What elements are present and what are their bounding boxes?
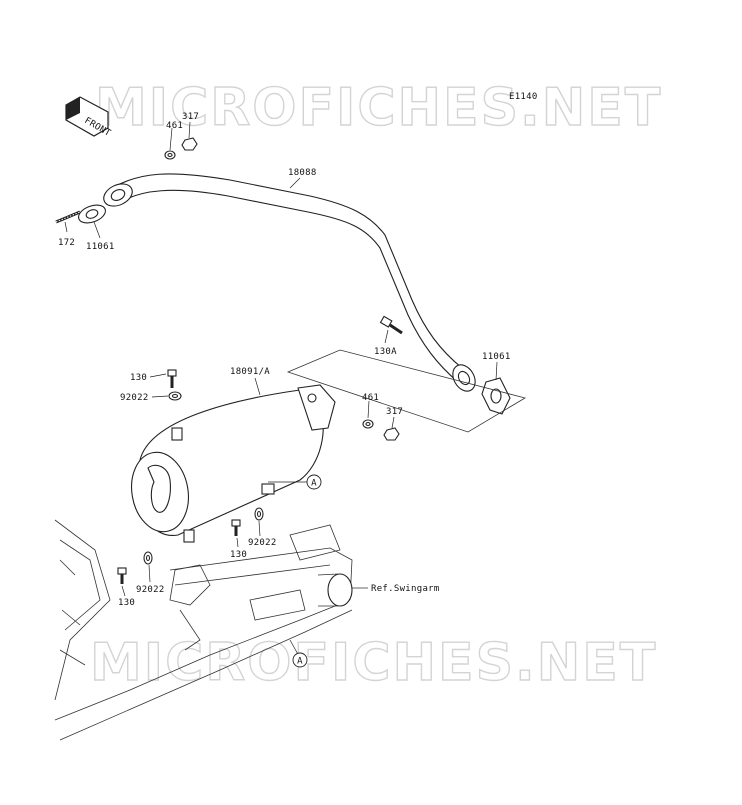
front-arrow-icon: FRONT (65, 96, 113, 139)
washer-muffler-top (168, 391, 182, 401)
label-gasket-rear: 11061 (482, 352, 511, 362)
watermark-bottom: MICROFICHES.NET (90, 633, 657, 693)
nut-top (181, 137, 198, 151)
gasket-rear (481, 377, 511, 415)
callout-a-lower: A (289, 639, 308, 668)
label-washer-rear: 461 (362, 393, 379, 403)
washer-rear (362, 419, 374, 429)
diagram-code: E1140 (509, 92, 538, 102)
label-washer-top: 461 (166, 121, 183, 131)
label-bolt-low: 130 (118, 598, 135, 608)
svg-text:A: A (297, 657, 303, 667)
mount-plane (286, 349, 527, 433)
label-nut-top: 317 (182, 112, 199, 122)
bolt-130a (379, 315, 403, 335)
washer-low (143, 551, 153, 565)
label-muffler: 18091/A (230, 367, 270, 377)
label-washer-low: 92022 (136, 585, 165, 595)
label-ref-swingarm: Ref.Swingarm (371, 584, 440, 594)
leader-lines (64, 121, 498, 597)
gasket-front (78, 204, 106, 224)
bolt-mid (231, 519, 241, 536)
exhaust-pipe (103, 173, 476, 392)
muffler (131, 384, 336, 543)
svg-text:A: A (311, 479, 317, 489)
label-bolt-muffler-top: 130 (130, 373, 147, 383)
label-exhaust-pipe: 18088 (288, 168, 317, 178)
frame-swingarm (54, 519, 353, 741)
label-stud: 172 (58, 238, 75, 248)
bolt-low (117, 567, 127, 584)
label-nut-rear: 317 (386, 407, 403, 417)
stud (55, 210, 81, 224)
label-bolt-130a: 130A (374, 347, 397, 357)
bolt-muffler-top (167, 369, 177, 388)
label-washer-muffler-top: 92022 (120, 393, 149, 403)
label-washer-mid: 92022 (248, 538, 277, 548)
washer-mid (254, 507, 264, 521)
washer-top (164, 150, 176, 160)
callout-a-upper: A (268, 474, 322, 490)
label-bolt-mid: 130 (230, 550, 247, 560)
nut-rear (383, 427, 400, 441)
label-gasket-front: 11061 (86, 242, 115, 252)
watermark-top: MICROFICHES.NET (95, 78, 662, 138)
